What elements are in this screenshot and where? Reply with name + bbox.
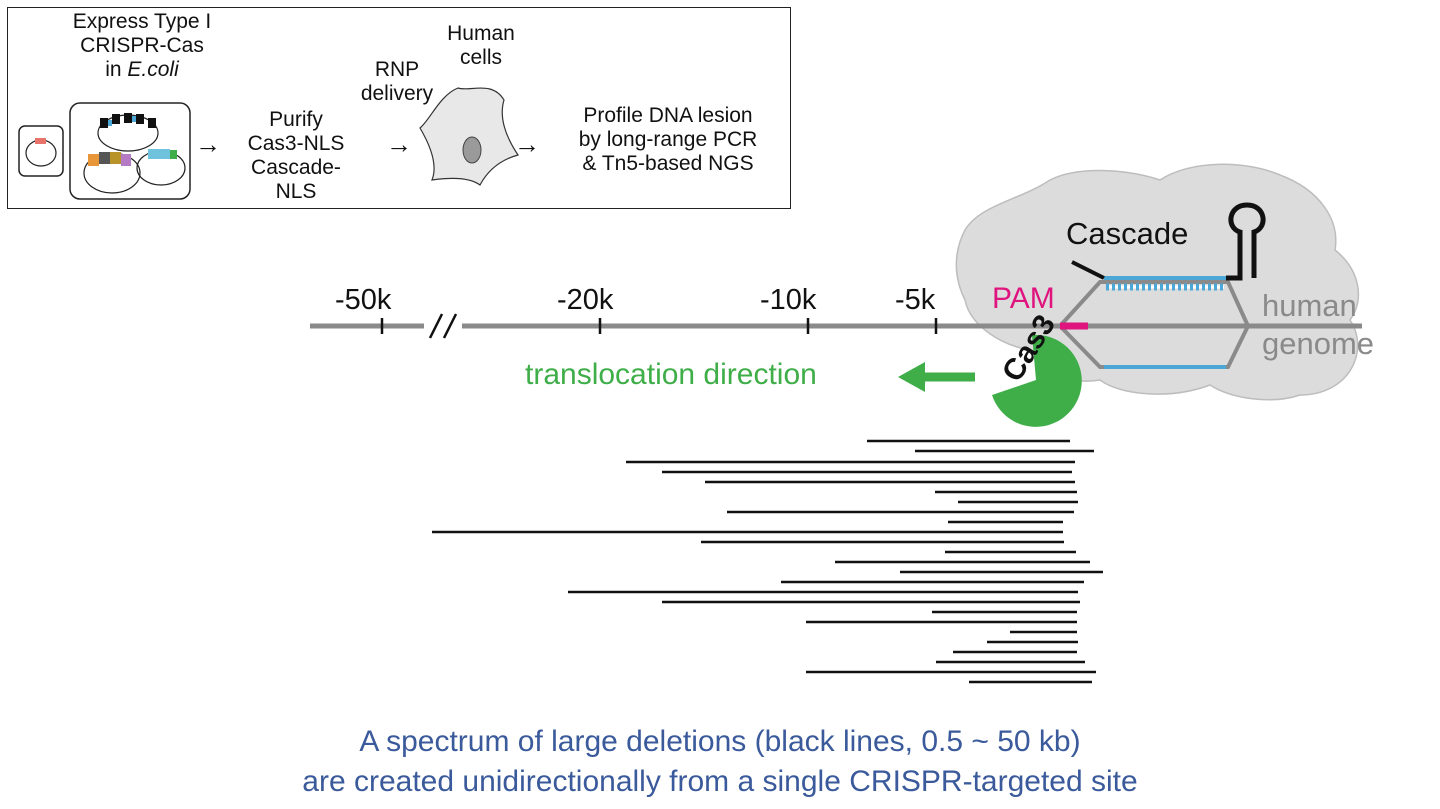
profile-line-1: Profile DNA lesion [583, 104, 753, 127]
purify-line-3: Cascade-NLS [251, 156, 341, 203]
express-line-1: Express Type I [72, 10, 212, 33]
human-line-2: cells [459, 46, 502, 69]
tick-label-5k: -5k [895, 284, 936, 316]
human-cell-icon [419, 87, 519, 186]
rnp-line-2: delivery [360, 82, 434, 105]
express-step-label: Express Type I CRISPR-Cas in E.coli [52, 10, 232, 82]
pam-label: PAM [992, 282, 1055, 315]
profile-step-label: Profile DNA lesion by long-range PCR & T… [548, 104, 788, 176]
purify-step-label: Purify Cas3-NLS Cascade-NLS [232, 108, 360, 204]
arrow-icon-2: → [386, 129, 412, 159]
rnp-step-label: RNP delivery [352, 58, 442, 106]
profile-line-2: by long-range PCR [578, 128, 758, 151]
express-line-3: in E.coli [52, 58, 232, 82]
human-cells-label: Human cells [436, 22, 526, 70]
express-line-3-prefix: in [105, 58, 128, 81]
human-line-1: Human [447, 22, 515, 45]
tick-label-50k: -50k [335, 284, 392, 316]
arrow-icon-3: → [514, 129, 540, 159]
purify-line-1: Purify [269, 108, 323, 131]
break-mark-icon-2 [442, 313, 458, 339]
cas3-pacman-icon [992, 334, 1082, 427]
tick-label-10k: -10k [760, 284, 817, 316]
human-genome-label: human genome [1262, 287, 1374, 363]
single-plasmid-icon [18, 125, 64, 177]
express-line-2: CRISPR-Cas [80, 34, 204, 57]
rnp-line-1: RNP [374, 58, 420, 81]
human-genome-line-2: genome [1262, 326, 1375, 361]
cascade-label: Cascade [1066, 216, 1189, 251]
purify-line-2: Cas3-NLS [247, 132, 345, 155]
multi-plasmid-icon [69, 102, 191, 200]
ecoli-italic: E.coli [127, 58, 179, 81]
dna-bubble-top [1058, 280, 1250, 328]
deletion-lines [432, 439, 1103, 684]
caption-line-2: are created unidirectionally from a sing… [302, 765, 1138, 798]
caption-line-1: A spectrum of large deletions (black lin… [359, 725, 1081, 758]
arrow-icon-1: → [195, 129, 221, 159]
profile-line-3: & Tn5-based NGS [582, 152, 754, 175]
translocation-arrow-icon [898, 362, 975, 392]
tick-label-20k: -20k [557, 284, 614, 316]
human-genome-line-1: human [1262, 288, 1357, 323]
crrna-5prime-handle [1071, 260, 1105, 280]
translocation-label: translocation direction [525, 358, 817, 391]
crrna-hairpin-icon [1226, 202, 1266, 281]
workflow-panel [7, 7, 791, 209]
break-mark-icon [428, 313, 444, 339]
